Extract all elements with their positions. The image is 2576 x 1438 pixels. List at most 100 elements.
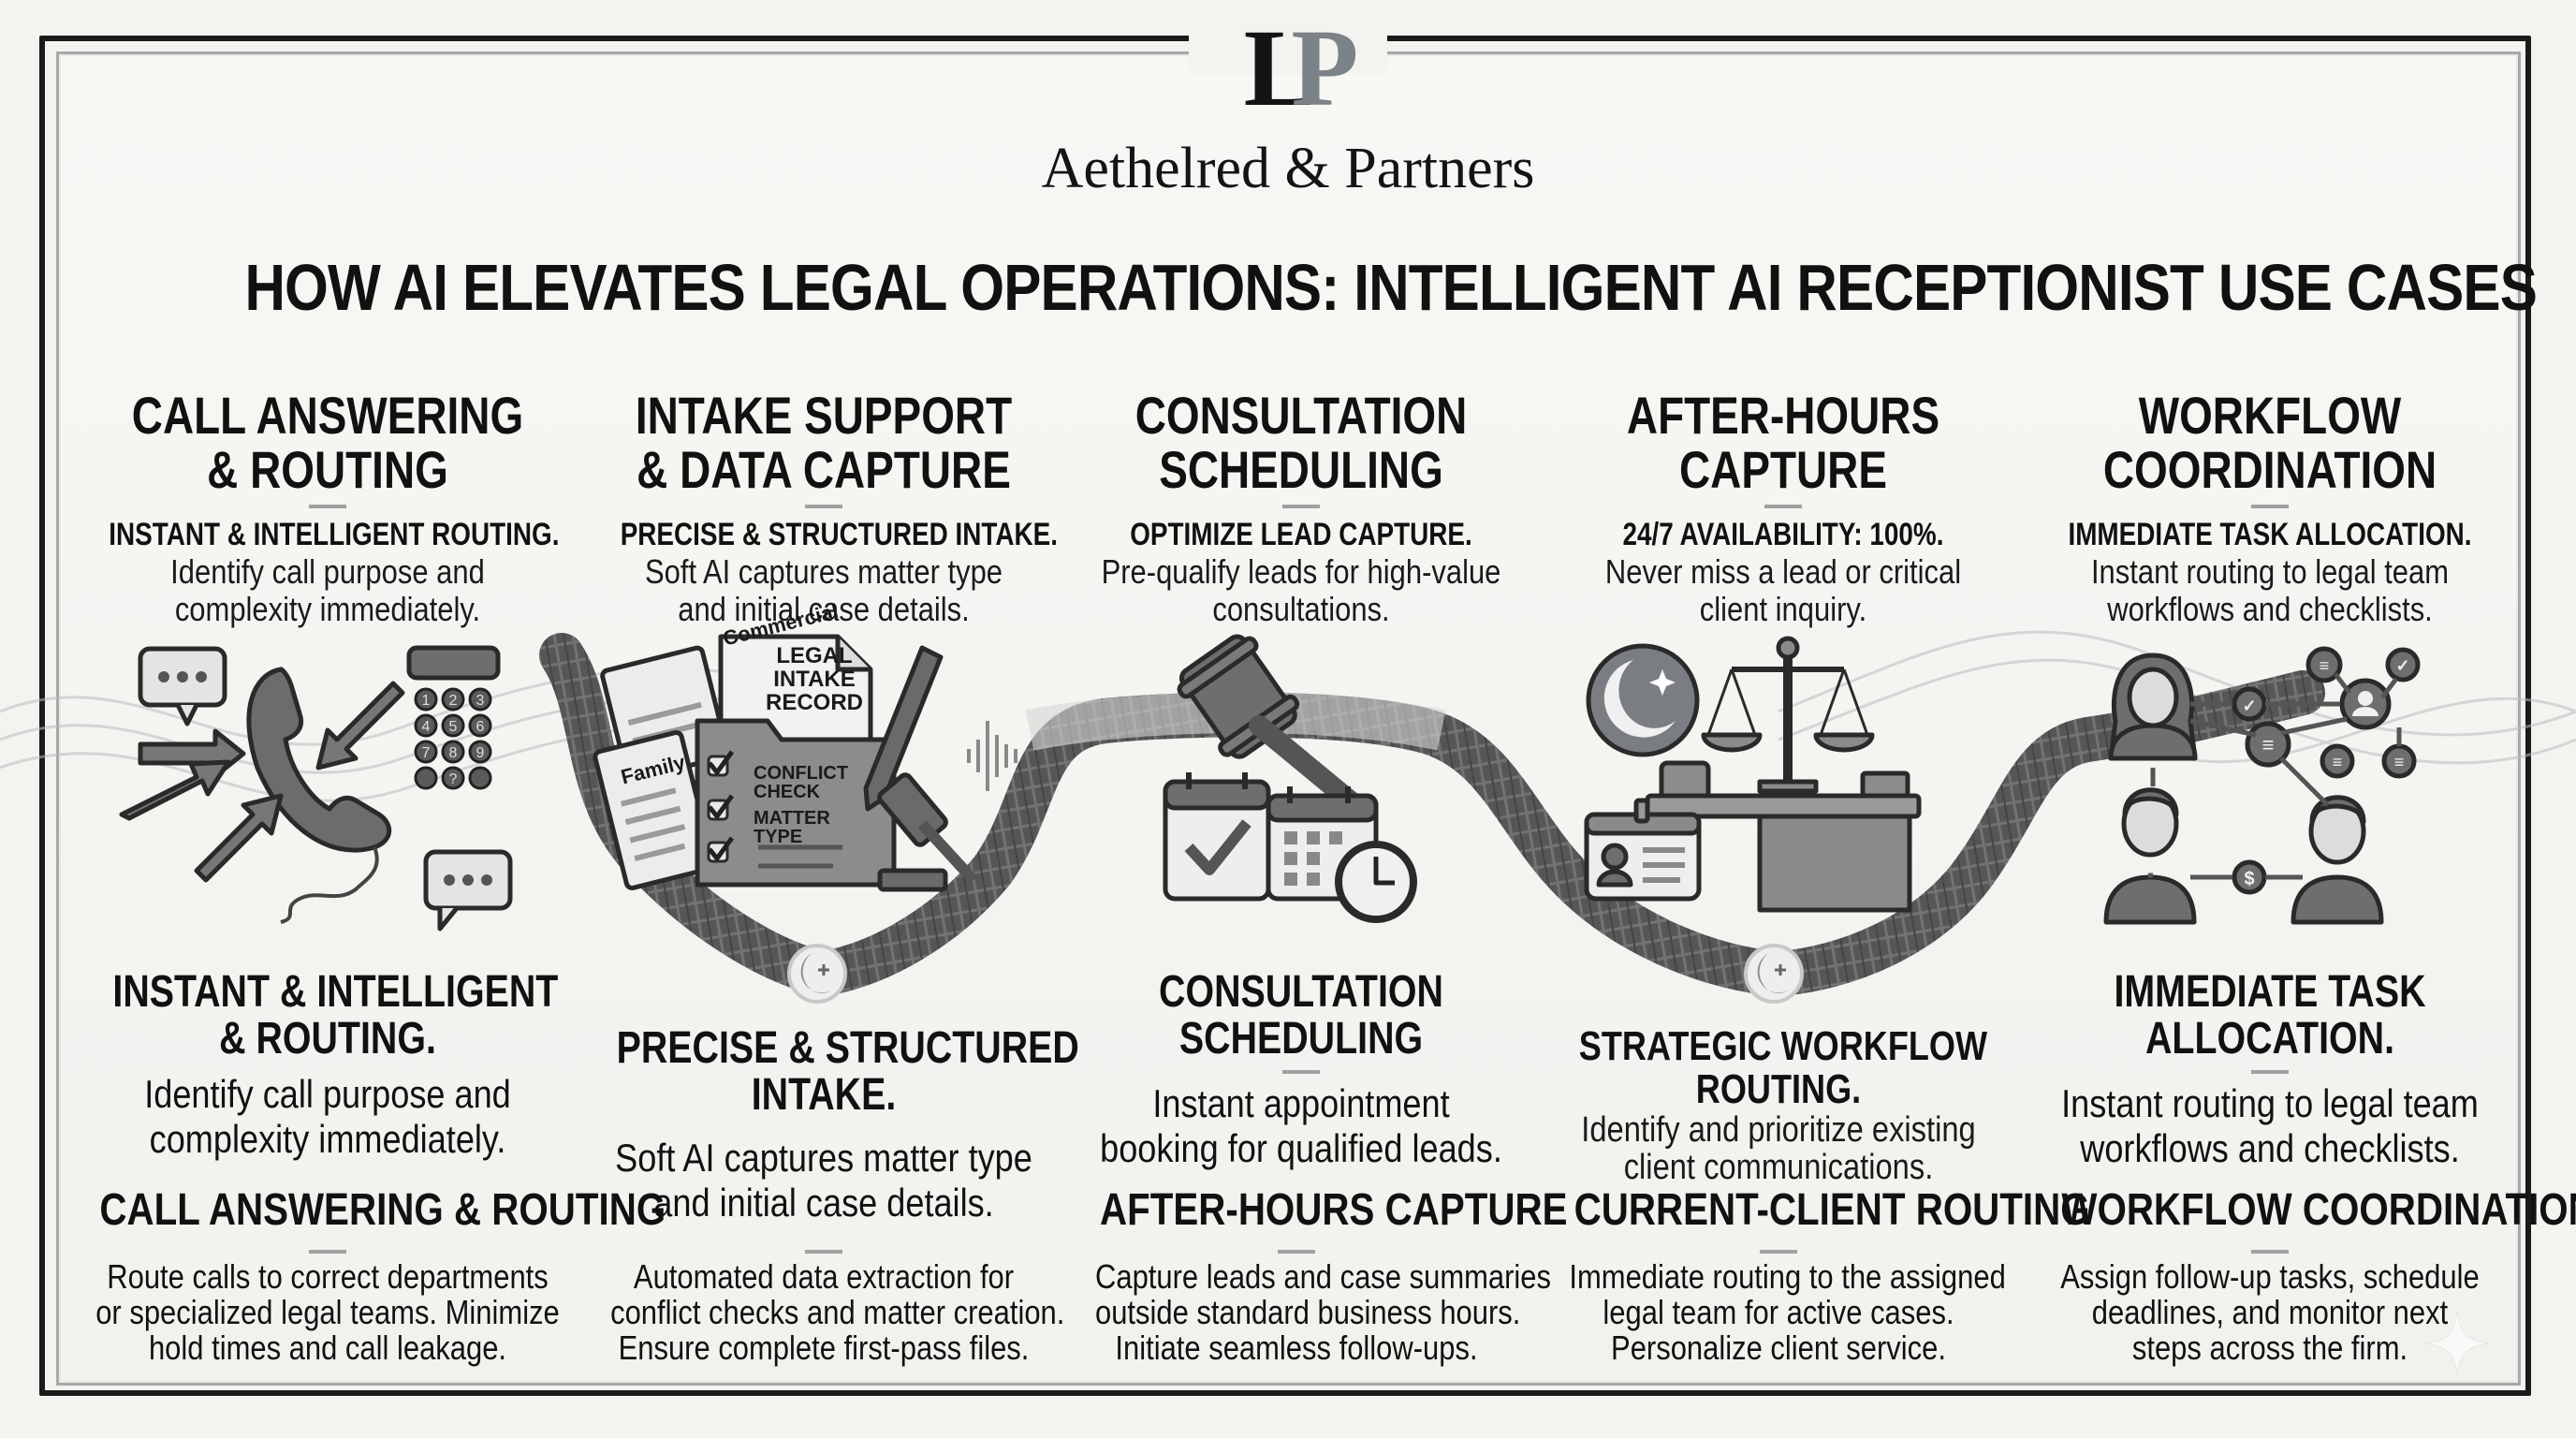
page-title: HOW AI ELEVATES LEGAL OPERATIONS: INTELL… xyxy=(244,251,2538,324)
detail-description: Instant routing to legal team xyxy=(2061,1081,2479,1125)
gavel-calendar-clock-icon xyxy=(1163,634,1417,923)
column-heading: WORKFLOW xyxy=(2138,386,2402,445)
key-label: 8 xyxy=(449,745,458,761)
checklist-item: CHECK xyxy=(754,782,821,802)
svg-text:≡: ≡ xyxy=(2320,656,2330,675)
summary-heading: CALL ANSWERING & ROUTING xyxy=(99,1185,666,1235)
keypad-buttons: 1 2 3 4 5 6 7 8 9 ? xyxy=(414,687,492,790)
column-heading: CALL ANSWERING xyxy=(131,386,524,445)
key-label: 7 xyxy=(422,745,431,761)
moon-scales-desk-icon xyxy=(1584,636,1922,913)
summary-description: deadlines, and monitor next xyxy=(2091,1293,2449,1331)
summary-description: Ensure complete first-pass files. xyxy=(618,1328,1030,1367)
moon-icon xyxy=(1586,643,1700,757)
column-heading: SCHEDULING xyxy=(1159,440,1443,499)
checklist-item: TYPE xyxy=(754,827,802,847)
summary-heading: CURRENT-CLIENT ROUTING xyxy=(1573,1185,2090,1235)
column-description: Soft AI captures matter type xyxy=(644,552,1003,591)
key-7 xyxy=(414,740,438,764)
column-heading: COORDINATION xyxy=(2102,440,2437,499)
column-subhead: OPTIMIZE LEAD CAPTURE. xyxy=(1130,517,1472,552)
column-description: Pre-qualify leads for high-value xyxy=(1101,552,1501,591)
detail-instant-routing: INSTANT & INTELLIGENT & ROUTING. Identif… xyxy=(66,969,590,1162)
key-9 xyxy=(468,740,492,764)
column-subhead: PRECISE & STRUCTURED INTAKE. xyxy=(620,517,1058,552)
key-8 xyxy=(441,740,465,764)
detail-heading: ALLOCATION. xyxy=(2144,1014,2395,1064)
detail-heading: INSTANT & INTELLIGENT xyxy=(112,967,559,1017)
heading-divider xyxy=(2251,1250,2289,1254)
checklist-node-icon xyxy=(2320,743,2355,779)
summary-description: Initiate seamless follow-ups. xyxy=(1115,1328,1478,1367)
use-case-consultation-scheduling: CONSULTATION SCHEDULING OPTIMIZE LEAD CA… xyxy=(1067,389,1535,628)
summary-after-hours: AFTER-HOURS CAPTURE Capture leads and ca… xyxy=(1062,1184,1568,1367)
sound-wave-icon xyxy=(967,721,1017,791)
summary-description: Automated data extraction for xyxy=(633,1257,1015,1296)
column-heading: & DATA CAPTURE xyxy=(637,440,1011,499)
summary-description: Assign follow-up tasks, schedule xyxy=(2060,1257,2480,1296)
summary-heading: WORKFLOW COORDINATION xyxy=(2061,1185,2576,1235)
scales-of-justice-icon xyxy=(1701,636,1875,794)
heading-divider xyxy=(805,1250,842,1254)
checklist-item: MATTER xyxy=(754,808,830,829)
detail-heading: INTAKE. xyxy=(751,1070,897,1120)
column-subhead: 24/7 AVAILABILITY: 100%. xyxy=(1622,517,1944,552)
summary-description: Personalize client service. xyxy=(1611,1328,1946,1367)
logo-gap xyxy=(1189,19,1387,75)
key-6 xyxy=(468,713,492,738)
desk-icon xyxy=(1645,760,1922,913)
network-glyphs: $ ✓ ✓ ≡ ≡ ≡ ≡ xyxy=(2242,656,2409,889)
key-label: 3 xyxy=(476,693,485,709)
client-person-glyph xyxy=(2352,691,2378,716)
doc-label-line: INTAKE xyxy=(773,667,856,692)
id-card-icon xyxy=(1584,798,1702,902)
incoming-arrow-icon xyxy=(119,681,405,883)
detail-structured-intake: PRECISE & STRUCTURED INTAKE. Soft AI cap… xyxy=(571,1025,1079,1225)
summary-workflow: WORKFLOW COORDINATION Assign follow-up t… xyxy=(2022,1184,2576,1366)
team-network-icon xyxy=(2103,646,2421,925)
column-description: consultations. xyxy=(1212,590,1390,628)
key-4 xyxy=(414,713,438,738)
summary-description: legal team for active cases. xyxy=(1603,1293,1954,1331)
summary-heading: AFTER-HOURS CAPTURE xyxy=(1100,1185,1568,1235)
moon-medallion-icon xyxy=(787,944,847,1004)
svg-text:$: $ xyxy=(2244,869,2254,889)
heading-divider xyxy=(309,1250,346,1254)
key-label: ? xyxy=(449,771,458,787)
svg-text:≡: ≡ xyxy=(2394,753,2405,771)
detail-strategic-routing: STRATEGIC WORKFLOW ROUTING. Identify and… xyxy=(1535,1023,2022,1187)
heading-divider xyxy=(2251,1070,2289,1074)
doc-label-line: LEGAL xyxy=(776,643,852,668)
key-1 xyxy=(414,687,438,712)
detail-consultation-scheduling: CONSULTATION SCHEDULING Instant appointm… xyxy=(1067,969,1535,1171)
heading-divider xyxy=(1282,1070,1320,1074)
column-heading: & ROUTING xyxy=(207,440,448,499)
checklist-item: CONFLICT xyxy=(754,763,848,784)
column-description: client inquiry. xyxy=(1699,590,1867,628)
summary-description: Immediate routing to the assigned xyxy=(1569,1257,2006,1296)
column-subhead: INSTANT & INTELLIGENT ROUTING. xyxy=(109,517,560,552)
use-case-workflow-coordination: WORKFLOW COORDINATION IMMEDIATE TASK ALL… xyxy=(2022,389,2518,628)
chat-bubble-icon xyxy=(423,849,513,932)
use-case-after-hours: AFTER-HOURS CAPTURE 24/7 AVAILABILITY: 1… xyxy=(1544,389,2022,628)
detail-description: and initial case details. xyxy=(653,1181,994,1225)
column-heading: INTAKE SUPPORT xyxy=(635,386,1013,445)
detail-description: booking for qualified leads. xyxy=(1100,1126,1502,1170)
column-description: and initial case details. xyxy=(678,590,970,628)
check-node-icon xyxy=(2385,647,2421,682)
heading-divider xyxy=(2251,505,2289,508)
summary-description: conflict checks and matter creation. xyxy=(610,1293,1065,1331)
doc-label-line: RECORD xyxy=(766,690,863,715)
heading-divider xyxy=(1278,1250,1315,1254)
key-10 xyxy=(414,766,438,790)
key-11 xyxy=(441,766,465,790)
summary-heading xyxy=(615,1184,1032,1237)
person-man-icon xyxy=(2291,795,2384,925)
clock-icon xyxy=(1335,841,1417,923)
summary-description: hold times and call leakage. xyxy=(148,1328,507,1367)
detail-description: complexity immediately. xyxy=(149,1117,506,1161)
phone-routing-icon xyxy=(119,645,513,932)
heading-divider xyxy=(1760,1250,1797,1254)
detail-heading: STRATEGIC WORKFLOW xyxy=(1578,1023,1988,1069)
detail-description: Instant appointment xyxy=(1152,1081,1450,1125)
